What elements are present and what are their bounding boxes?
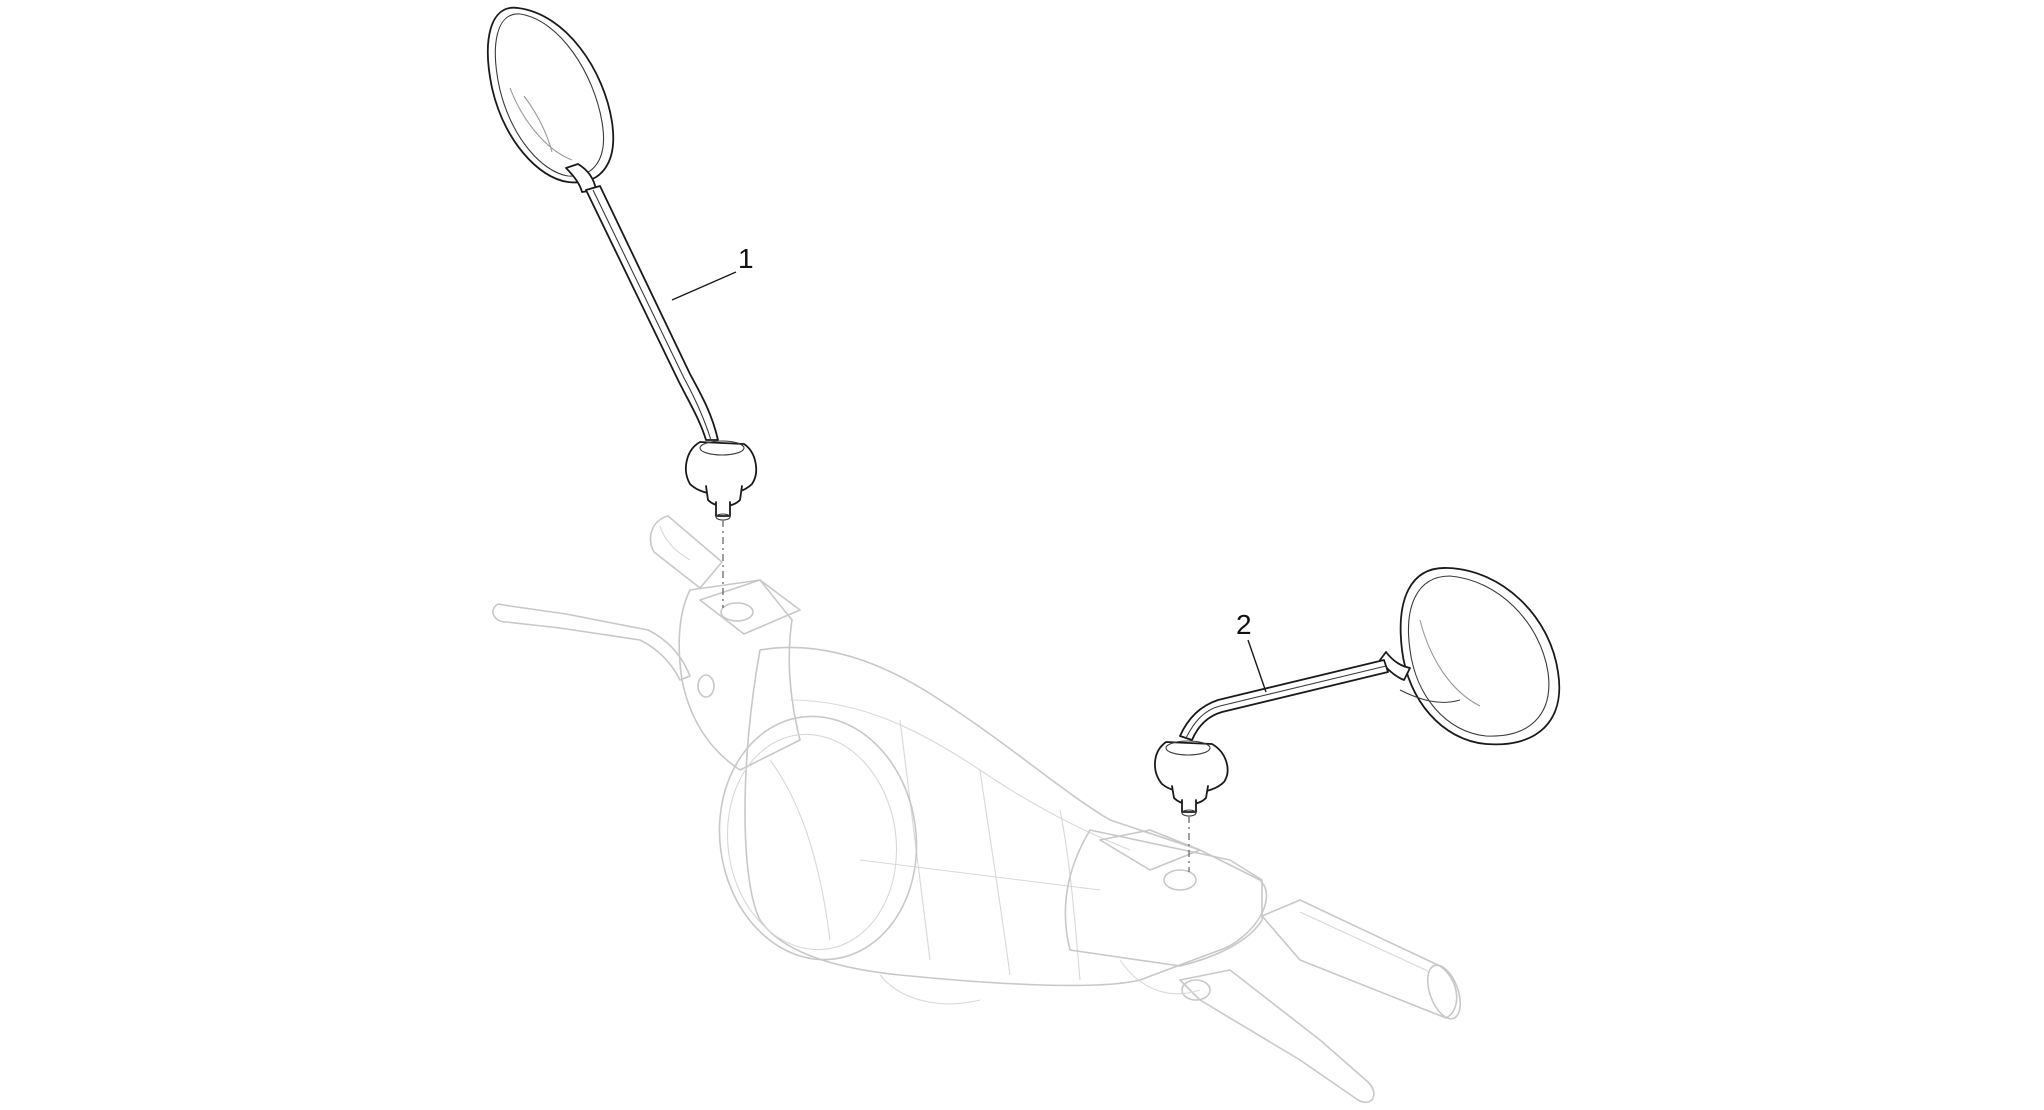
callout-1: 1 (738, 243, 754, 274)
callout-2-leader (1247, 639, 1267, 693)
right-mirror-stem (1179, 659, 1389, 741)
right-mirror-mount (1154, 741, 1229, 794)
left-switch-housing (678, 579, 801, 771)
handlebar-cover (744, 646, 1268, 987)
left-mirror-head (486, 6, 615, 184)
handlebar-assembly (492, 515, 1462, 1104)
callout-2: 2 (1236, 609, 1252, 640)
right-mirror-head (1399, 567, 1561, 746)
speedometer-dome (718, 715, 918, 961)
left-grip (649, 515, 723, 589)
callout-1-leader (671, 271, 737, 301)
right-switch-housing (1064, 829, 1263, 967)
right-mirror (1154, 567, 1561, 817)
left-mirror (486, 6, 758, 521)
left-brake-lever (492, 603, 691, 681)
right-grip (1261, 899, 1458, 1019)
right-brake-lever (1179, 969, 1375, 1104)
